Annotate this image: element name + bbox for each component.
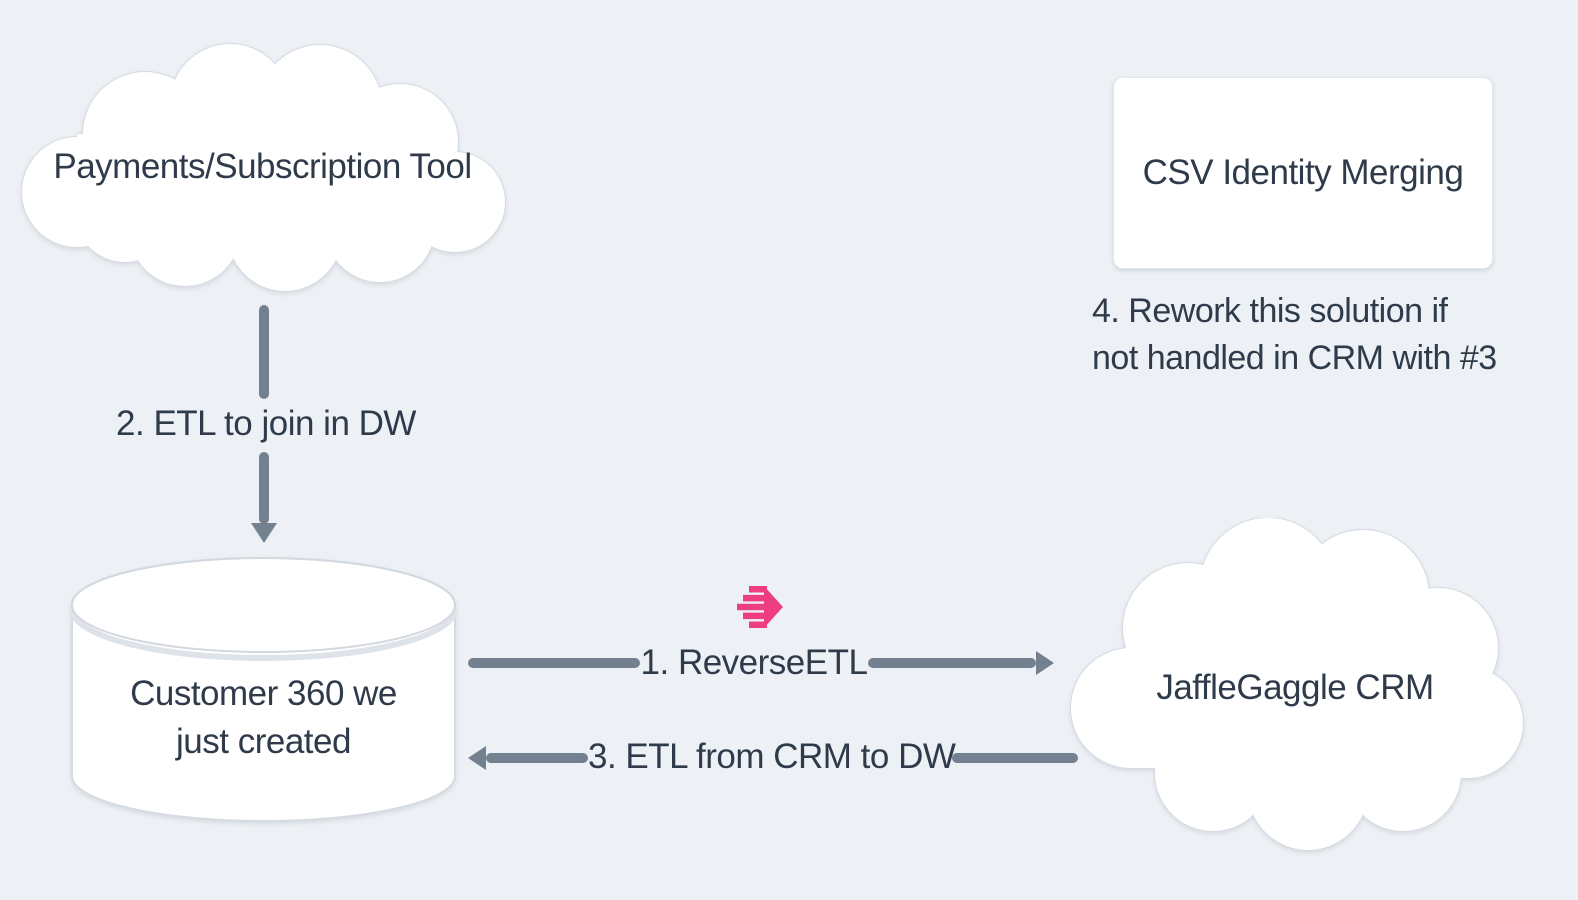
cloud-shape — [21, 43, 506, 292]
cloud-shape — [1070, 518, 1524, 851]
crm-cloud: JaffleGaggle CRM — [1063, 518, 1527, 858]
customer360-label-line1: Customer 360 we — [130, 674, 397, 713]
etl-from-crm-arrowhead — [468, 746, 486, 770]
cylinder-shape — [70, 557, 457, 822]
customer360-label: Customer 360 we just created — [70, 670, 457, 766]
rework-note: 4. Rework this solution if not handled i… — [1092, 288, 1552, 382]
reverse-etl-line-right — [868, 658, 1036, 668]
reverse-etl-line-left — [468, 658, 640, 668]
hightouch-logo-icon — [737, 586, 783, 628]
etl-join-label: 2. ETL to join in DW — [116, 404, 416, 443]
etl-join-arrowhead — [251, 523, 277, 543]
csv-identity-card: CSV Identity Merging — [1113, 77, 1493, 269]
etl-from-crm-line-right — [952, 753, 1078, 763]
customer360-cylinder — [70, 553, 457, 823]
etl-from-crm-line-left — [486, 753, 588, 763]
rework-note-line2: not handled in CRM with #3 — [1092, 339, 1497, 377]
customer360-label-line2: just created — [176, 722, 351, 761]
payments-cloud: Payments/Subscription Tool — [15, 42, 510, 292]
etl-join-line-bottom — [259, 452, 269, 524]
crm-cloud-label: JaffleGaggle CRM — [1156, 668, 1434, 707]
etl-join-line-top — [259, 305, 269, 399]
payments-cloud-label: Payments/Subscription Tool — [53, 147, 472, 186]
etl-from-crm-label: 3. ETL from CRM to DW — [588, 737, 956, 776]
csv-identity-card-label: CSV Identity Merging — [1142, 153, 1464, 192]
rework-note-line1: 4. Rework this solution if — [1092, 292, 1448, 330]
reverse-etl-arrowhead — [1036, 651, 1054, 675]
reverse-etl-label: 1. ReverseETL — [640, 643, 868, 682]
